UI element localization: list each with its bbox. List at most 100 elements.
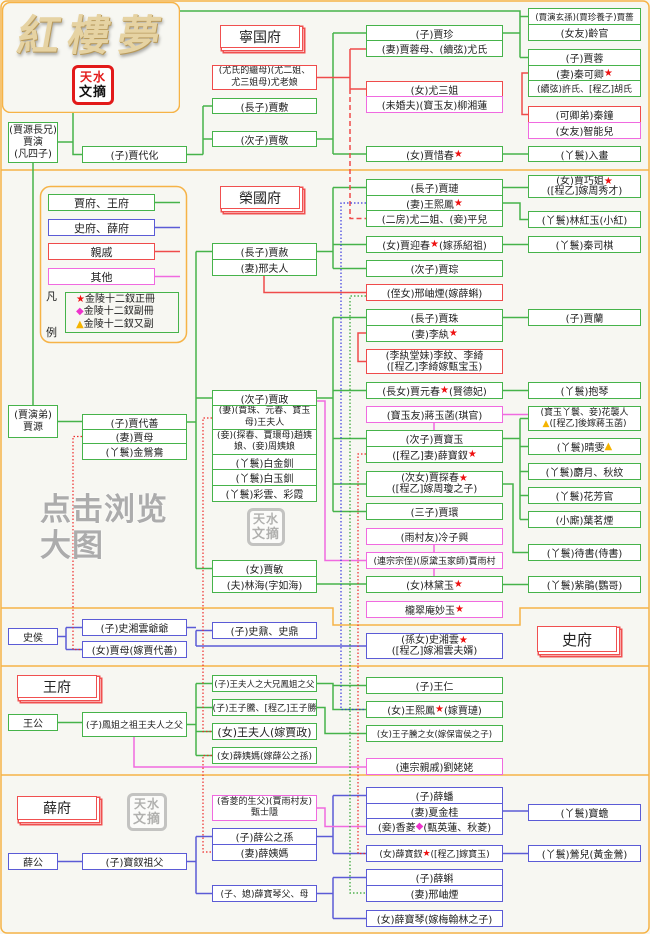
watermark-seal: 天水 文摘	[247, 508, 285, 546]
section-label-wang: 王府	[17, 675, 97, 698]
node-line: (女)賈巧姐★	[556, 175, 613, 187]
node-text: (女)林黛玉	[406, 581, 454, 592]
blue-lineage-lines	[58, 226, 528, 920]
node-row: (未婚夫)(寶玉友)柳湘蓮	[366, 95, 503, 113]
node-text: (女)賈惜春	[406, 150, 454, 162]
dotted-xuebaochai	[357, 453, 366, 855]
node-line: ([程乙]李綺嫁甄宝玉)	[386, 361, 483, 373]
dotted-xingxiuyan	[349, 295, 366, 894]
node-row: (妾)香菱◆(甄英蓮、秋菱)	[366, 818, 503, 835]
node-row: (次子)賈琮	[366, 260, 503, 277]
node-row: (丫鬟)紫鵑(鸚哥)	[528, 576, 641, 593]
node-row: (女)賈惜春★	[366, 146, 503, 162]
node-line: 甄士隱	[250, 808, 278, 818]
line-wang-grandfather	[187, 682, 212, 757]
node-line: 賈演	[23, 136, 43, 148]
line-baoyu	[503, 417, 528, 521]
node-row: (連宗宗侄)(原黛玉家師)賈雨村	[366, 552, 503, 569]
star-icon: ★	[435, 704, 444, 715]
node-row: (女)王子騰之女(嫁保甯侯之子)	[366, 725, 503, 742]
line-jialian	[503, 186, 528, 246]
legend-mark-row: ◆金陵十二釵副冊	[76, 306, 178, 319]
node-line: (孫女)史湘雲★	[401, 635, 468, 646]
node-row: (妻)薛姨媽	[212, 843, 317, 861]
legend-marks: ★金陵十二釵正冊 ◆金陵十二釵副冊 ▲金陵十二釵又副	[65, 292, 179, 333]
node-shi-xiangyun: (孫女)史湘雲★ ([程乙]嫁湘雲夫婿)	[366, 633, 503, 659]
line-youerjie	[349, 89, 366, 220]
node-leng-zixing: (雨村友)冷子興	[366, 528, 503, 545]
node-row: (賈演玄孫)(賈珍養子)賈薔	[528, 8, 641, 25]
node-wang-gong: 王公	[8, 714, 58, 731]
node-row: (丫鬟)花芳官	[528, 487, 641, 504]
node-text: ([程乙]嫁寶玉)	[430, 850, 490, 860]
node-xue-grandson: (子)薛公之孫 (妻)薛姨媽	[212, 828, 317, 861]
legend-label: 親戚	[48, 243, 155, 260]
title-frame	[2, 2, 180, 113]
node-xue-gong: 薛公	[8, 853, 58, 870]
node-line: (凡四子)	[14, 148, 52, 160]
node-mingyan: (小廝)葉茗煙	[528, 511, 641, 528]
node-row: (妻)李紈★	[366, 324, 503, 342]
node-you-laoniang: (尤氏的繼母)(尤二姐、尤三姐母)尤老娘	[212, 65, 317, 90]
node-row: (妻)邢岫煙	[366, 884, 503, 902]
node-row: 薛公	[8, 853, 58, 870]
node-wang-furen: (女)王夫人(嫁賈政)	[212, 723, 317, 740]
node-row: 王公	[8, 714, 58, 731]
star-icon: ★	[458, 473, 468, 484]
line-shihou	[58, 626, 82, 651]
node-jia-lan: (子)賈蘭	[528, 309, 641, 326]
node-text: (妾)香菱	[377, 823, 416, 834]
node-ruhua: (丫鬟)入畫	[528, 146, 641, 162]
diamond-icon: ◆	[415, 821, 424, 832]
node-row: (長女)賈元春★(賢德妃)	[366, 382, 503, 399]
legend-mark-label: 金陵十二釵又副	[83, 318, 154, 330]
node-text: (長女)賈元春	[382, 387, 441, 398]
node-row: (長子)賈敷	[212, 98, 317, 114]
node-row: (女友)智能兒	[528, 121, 641, 139]
legend-title-bottom: 例	[46, 326, 57, 339]
node-line: 賈源	[23, 421, 43, 433]
node-line: (寶玉丫鬟、妾)花襲人	[540, 407, 629, 418]
node-xue-yima-wang: (女)薛姨媽(嫁薛公之孫)	[212, 747, 317, 764]
node-shi-grandfather: (子)史湘雲爺爺	[82, 619, 187, 636]
node-jia-daishan: (子)賈代善 (妻)賈母 (丫鬟)金鴛鴦	[82, 414, 187, 460]
legend-mark-label: 金陵十二釵副冊	[83, 306, 154, 318]
node-jia-yuanchun: (長女)賈元春★(賢德妃)	[366, 382, 503, 399]
node-row: (子)鳳姐之祖王夫人之父	[82, 712, 187, 737]
line-baochai-grandfather	[187, 835, 212, 895]
node-row: (女)賈母(嫁賈代善)	[82, 641, 187, 658]
seal-bottom-text: 文摘	[132, 812, 161, 827]
node-row: (妻)賈蓉母、(續弦)尤氏	[366, 39, 503, 57]
node-qin-zhong: (可卿弟)秦鐘 (女友)智能兒	[528, 106, 641, 139]
line-xue-grandson	[317, 794, 366, 855]
node-row: (丫鬟)林紅玉(小紅)	[528, 211, 641, 228]
node-row: 史侯	[8, 628, 58, 645]
node-text: (女)薛寶釵	[379, 850, 423, 860]
dotted-wangfuren	[202, 417, 212, 733]
node-row: (妻)(賈珠、元春、寶玉母)王夫人	[212, 404, 317, 431]
node-text: (女)賈巧姐	[556, 175, 604, 187]
node-row: (夫)林海(字如海)	[212, 575, 317, 593]
node-row: (子)薛公之孫	[212, 828, 317, 845]
view-large-image-link[interactable]: 点击浏览大图	[40, 492, 168, 564]
node-row: (女友)齡官	[528, 23, 641, 41]
node-jia-zhu: (長子)賈珠 (妻)李紈★	[366, 309, 503, 342]
node-row: (女)王夫人(嫁賈政)	[212, 723, 317, 740]
legend-label: 其他	[48, 268, 155, 285]
node-wang-ren: (子)王仁	[366, 677, 503, 694]
node-row: (子、媳)薛寶琴父、母	[212, 885, 317, 902]
node-text: (賢德妃)	[448, 387, 487, 398]
node-xue-baochai: (女)薛寶釵★([程乙]嫁寶玉)	[366, 845, 503, 862]
node-row: (丫鬟)白金釧	[212, 453, 317, 471]
node-text: (孫女)史湘雲	[401, 635, 459, 646]
node-row: (小廝)葉茗煙	[528, 511, 641, 528]
node-row: (子)王仁	[366, 677, 503, 694]
legend-item-relatives: 親戚	[48, 243, 155, 260]
section-divider-shi	[1, 607, 649, 626]
node-row: (二房)尤二姐、(妾)平兒	[366, 210, 503, 227]
node-line: ▲([程乙]後嫁蔣玉菡)	[543, 419, 627, 430]
node-row: (女)賈敏	[212, 560, 317, 577]
